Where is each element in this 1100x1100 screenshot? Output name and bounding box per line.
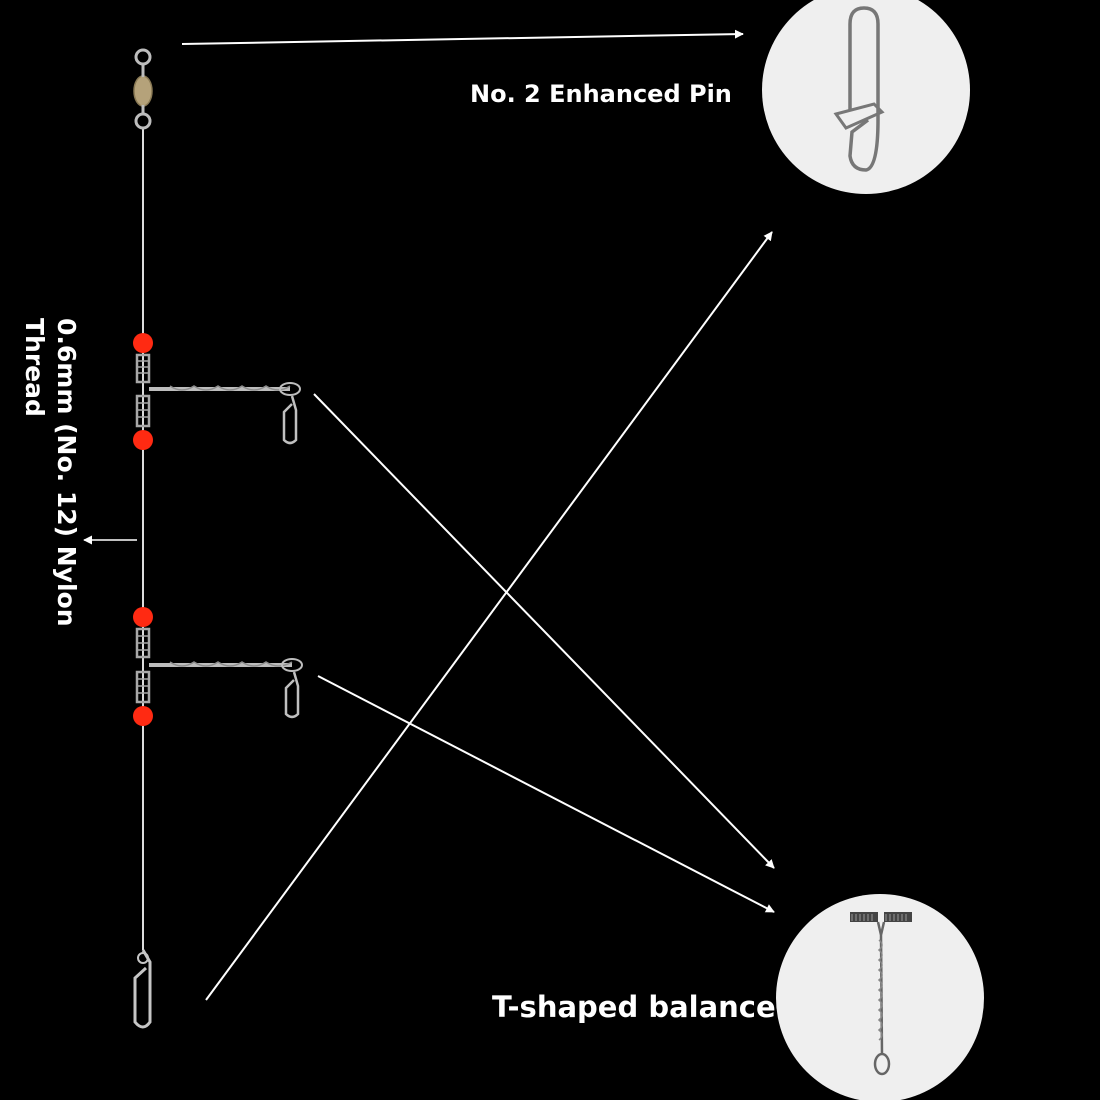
t-balance-label: T-shaped balance (492, 990, 776, 1024)
bottom-snap-pin (133, 949, 152, 1029)
nylon-thread-label-line-1: 0.6mm (No. 12) Nylon (52, 318, 81, 627)
arrow-upper-branch-to-t-balance (313, 393, 775, 869)
nylon-thread-label: 0.6mm (No. 12) Nylon Thread (18, 318, 82, 627)
bead-4 (133, 706, 153, 726)
bead-2 (133, 430, 153, 450)
bead-3 (133, 607, 153, 627)
upper-branch (133, 333, 301, 450)
lower-branch (133, 607, 303, 726)
nylon-thread-label-line-2: Thread (20, 318, 49, 417)
arrow-lower-branch-to-t-balance (317, 675, 775, 913)
pin-inset (762, 0, 970, 194)
t-balance-inset (776, 894, 984, 1100)
top-swivel (133, 48, 153, 130)
pin-label: No. 2 Enhanced Pin (470, 80, 732, 108)
snap-pin-illustration (848, 6, 880, 172)
arrow-swivel-to-pin (181, 29, 744, 45)
arrow-bottom-pin-to-pin (205, 231, 773, 1001)
bead-1 (133, 333, 153, 353)
